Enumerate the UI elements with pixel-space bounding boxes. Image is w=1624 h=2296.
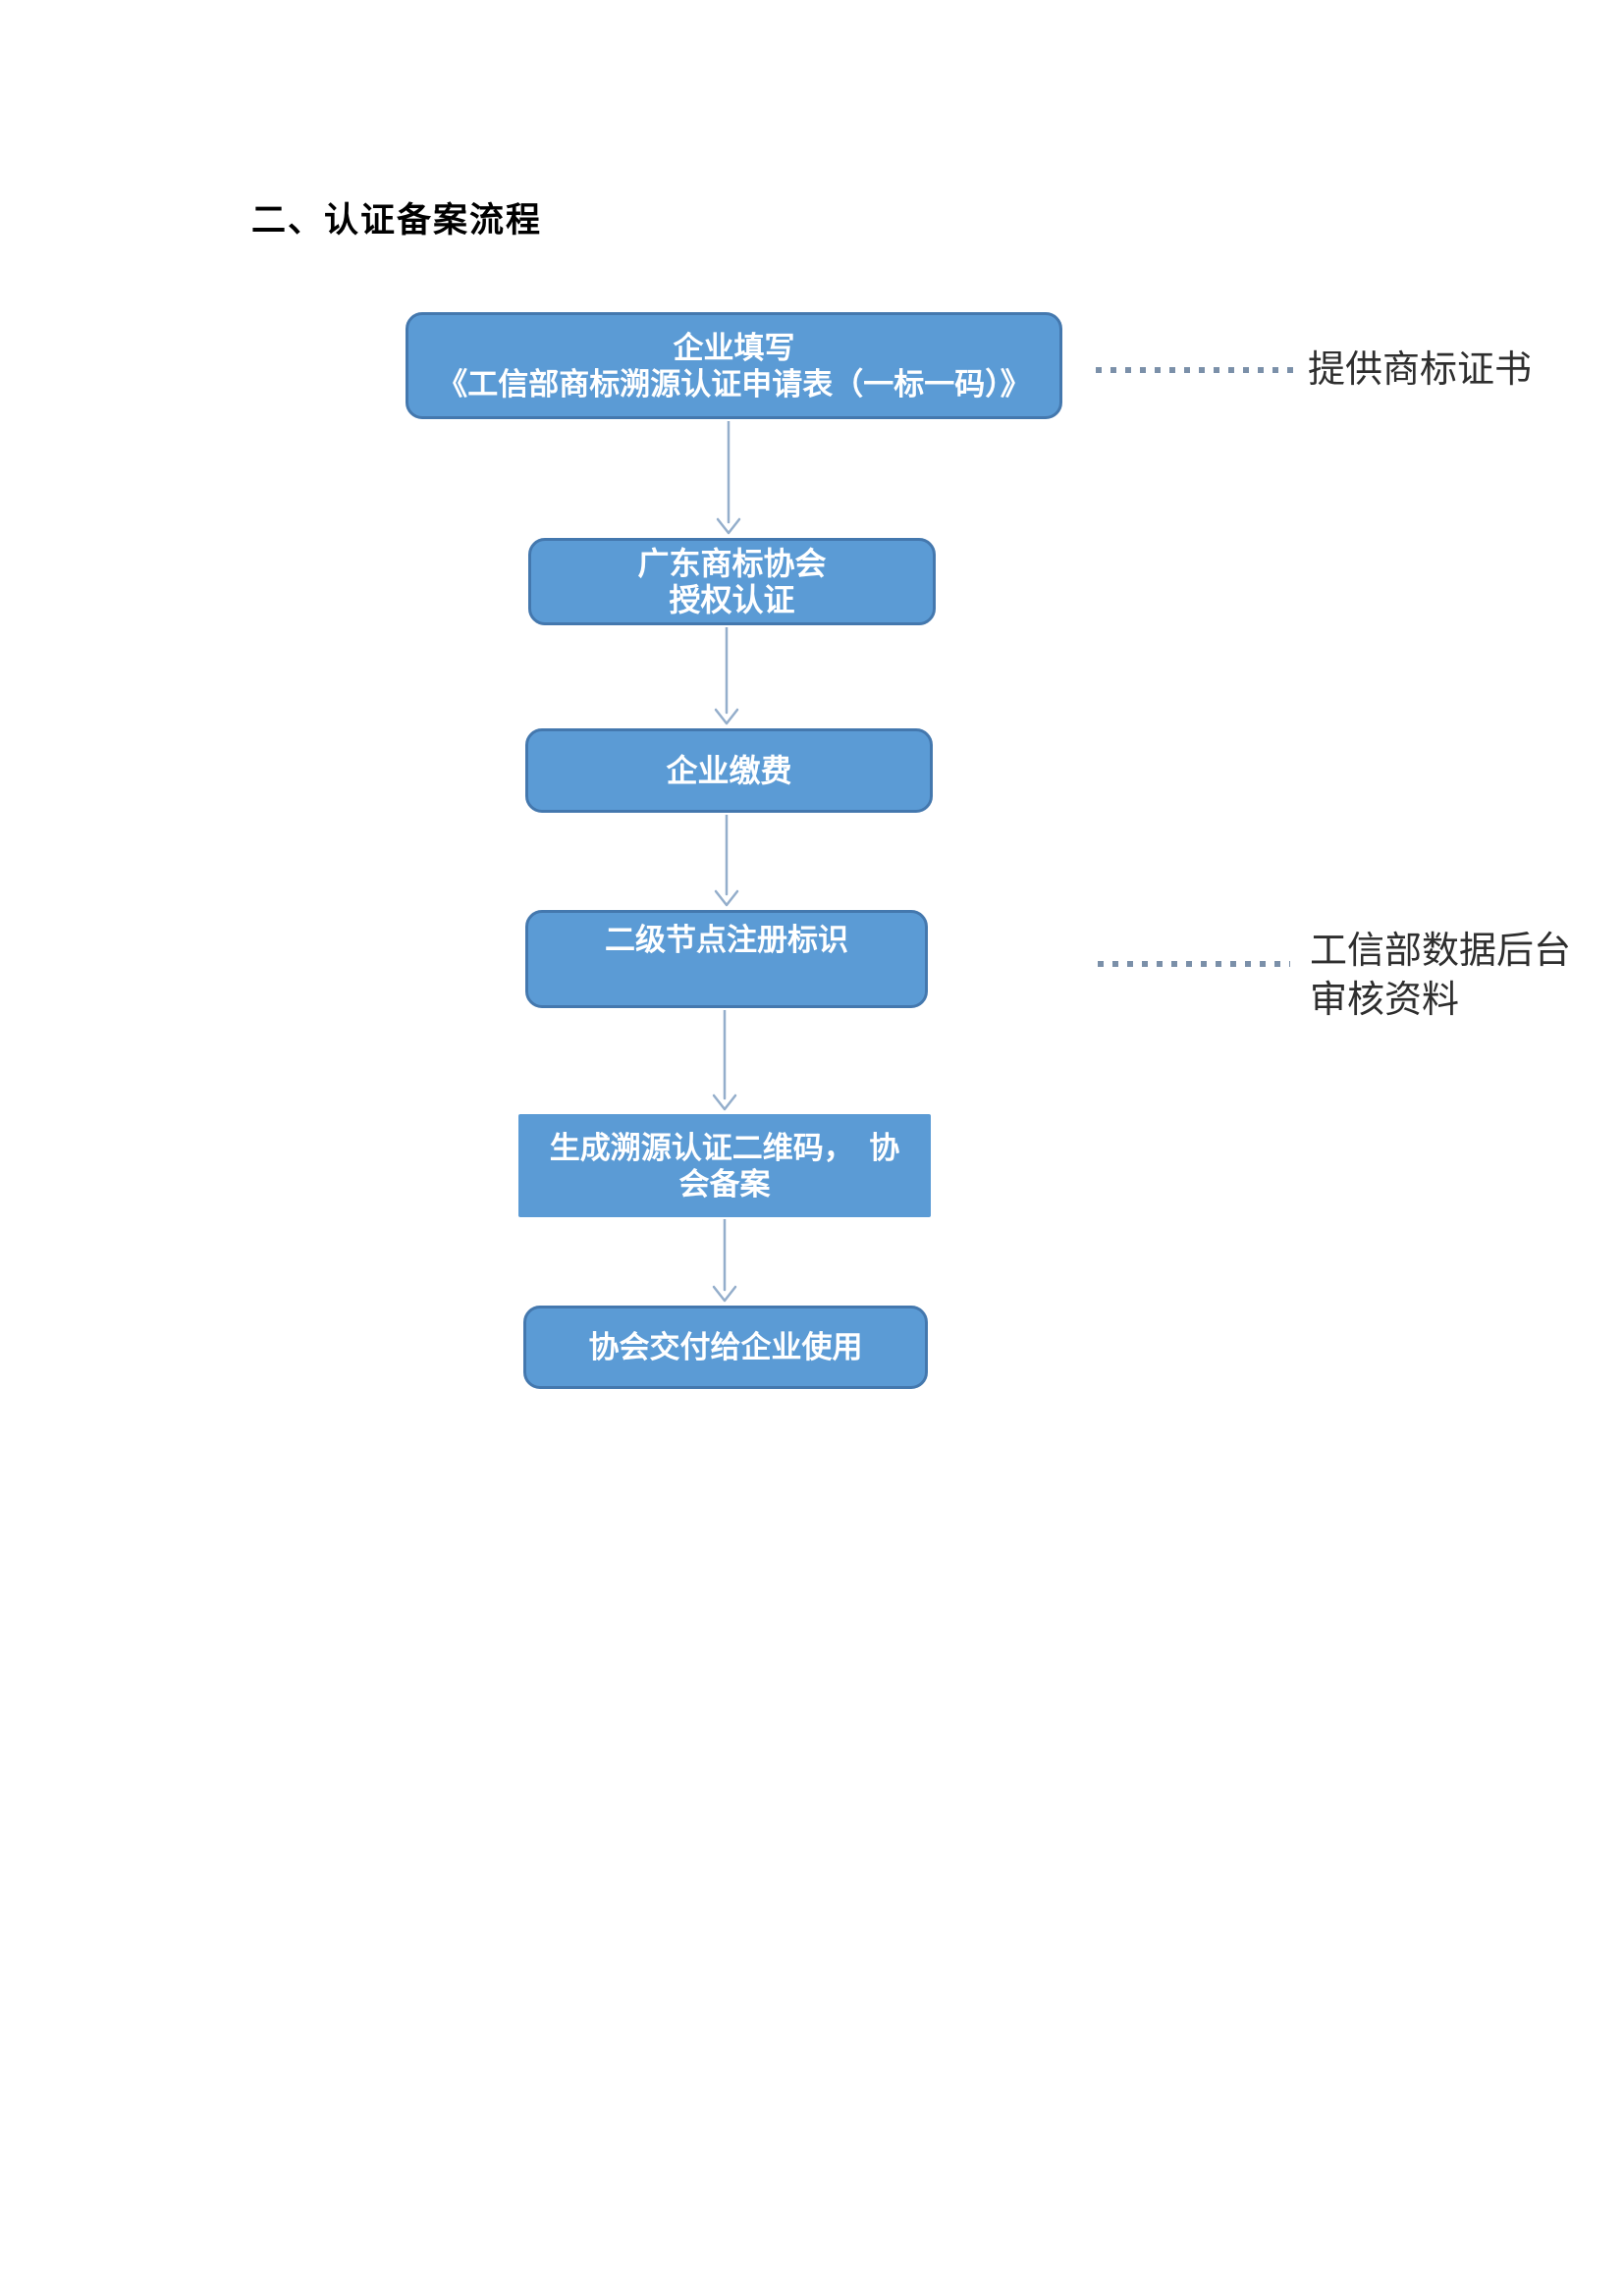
down-arrow-icon <box>714 627 739 725</box>
annotation-text: 审核资料 <box>1310 980 1460 1021</box>
flow-step-text: 企业填写 <box>673 330 795 365</box>
down-arrow-icon <box>714 815 739 907</box>
flow-step-text: 二级节点注册标识 <box>605 923 848 957</box>
down-arrow-icon <box>712 1219 737 1303</box>
annotation-text: 提供商标证书 <box>1308 349 1533 391</box>
down-arrow-icon <box>716 421 741 535</box>
flow-step-text: 生成溯源认证二维码， 协 <box>549 1130 900 1165</box>
flow-step-fill-application: 企业填写 《工信部商标溯源认证申请表（一标一码）》 <box>406 312 1062 419</box>
flow-step-text: 授权认证 <box>669 581 795 617</box>
flow-step-association-certification: 广东商标协会 授权认证 <box>528 538 936 625</box>
annotation-miit-backend-review: 工信部数据后台 审核资料 <box>1310 927 1571 1025</box>
flow-step-text: 《工信部商标溯源认证申请表（一标一码）》 <box>437 366 1031 401</box>
annotation-trademark-certificate: 提供商标证书 <box>1308 346 1532 395</box>
flow-step-deliver-to-enterprise: 协会交付给企业使用 <box>523 1306 928 1389</box>
annotation-text: 工信部数据后台 <box>1310 931 1572 972</box>
page-title: 二、认证备案流程 <box>251 201 543 240</box>
flow-step-text: 会备案 <box>678 1166 771 1201</box>
flow-step-text: 协会交付给企业使用 <box>588 1330 863 1364</box>
flow-step-enterprise-payment: 企业缴费 <box>525 728 933 813</box>
flow-step-text: 企业缴费 <box>666 752 792 788</box>
down-arrow-icon <box>712 1010 737 1111</box>
flow-step-node-registration: 二级节点注册标识 <box>525 910 928 1008</box>
dotted-leader-line <box>1098 961 1290 967</box>
flow-step-text: 广东商标协会 <box>637 545 827 581</box>
dotted-leader-line <box>1096 367 1294 373</box>
flow-step-generate-qrcode-filing: 生成溯源认证二维码， 协 会备案 <box>518 1114 931 1217</box>
